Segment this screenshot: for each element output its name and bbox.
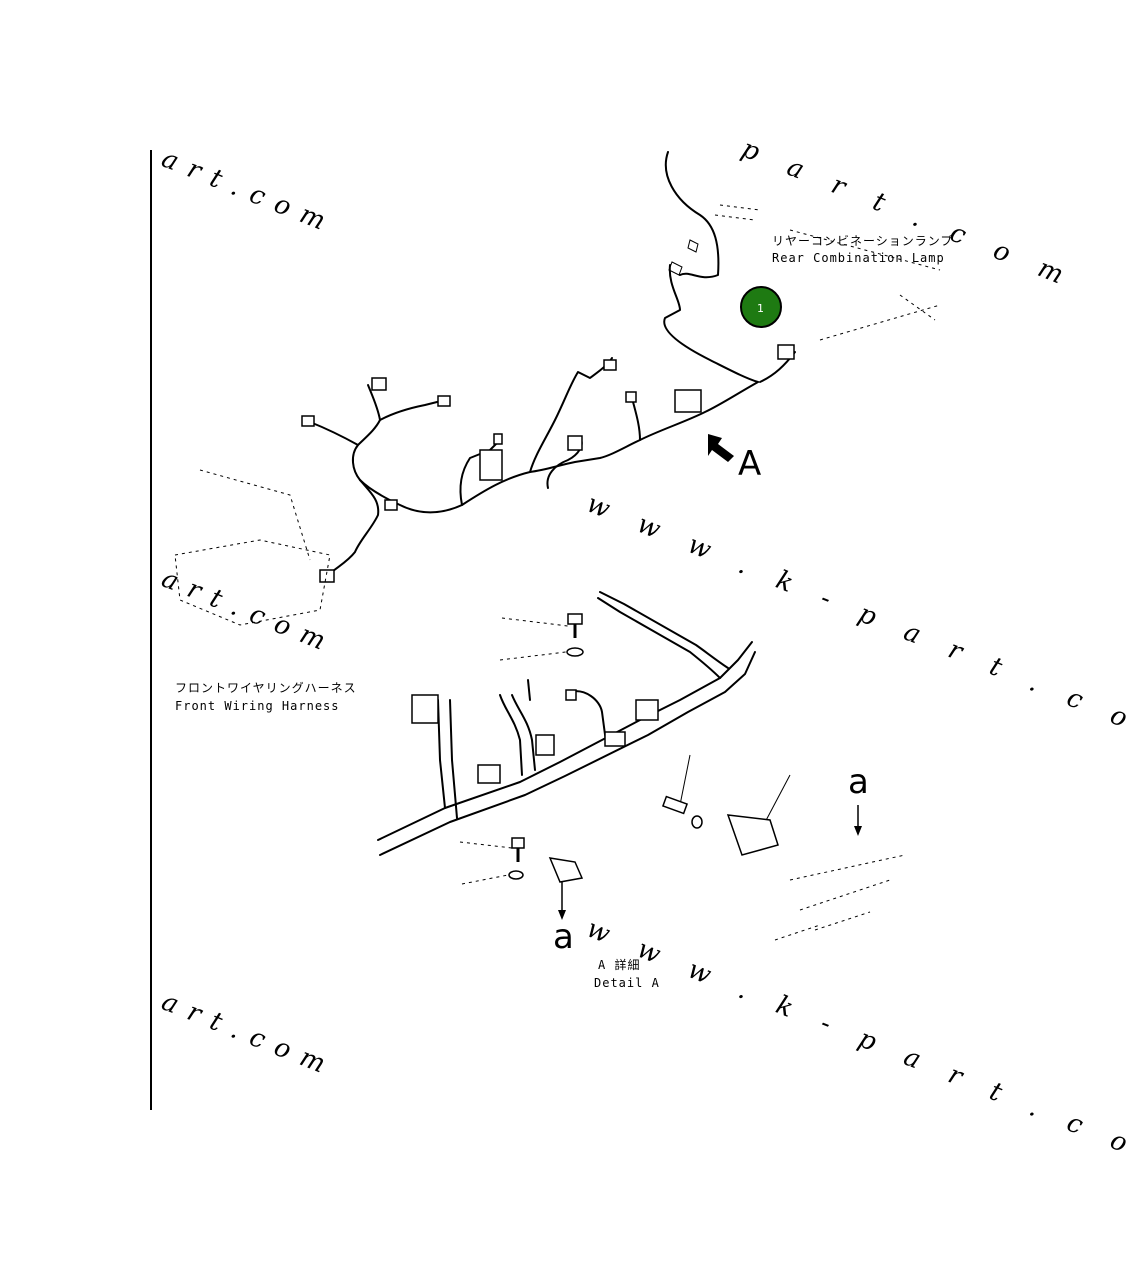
clip [548, 857, 584, 883]
rear-lamp-harness [174, 151, 941, 626]
watermark-bottom: w w w . k - p a r t . c o m [582, 914, 1130, 1185]
detail-label-jp: A 詳細 [598, 957, 640, 972]
connector-block [777, 344, 795, 360]
connector-block [493, 433, 503, 445]
front-harness-label-en: Front Wiring Harness [175, 699, 340, 713]
view-marker-label: A [738, 444, 761, 484]
connector-block [301, 415, 315, 427]
washer [691, 815, 703, 829]
watermark-mid-left: art.com [157, 564, 340, 661]
watermark-middle: w w w . k - p a r t . c o m [582, 489, 1130, 760]
clamp [635, 699, 659, 721]
connector-block [384, 499, 398, 511]
bolt [567, 613, 583, 625]
clamp [477, 764, 501, 784]
view-arrow-icon [708, 434, 734, 462]
watermark-bottom-left: art.com [157, 987, 340, 1084]
detail-marker-a-right: a [848, 762, 869, 802]
connector-block [371, 377, 387, 391]
watermark-top-left: art.com [157, 144, 340, 241]
connector-block [479, 449, 503, 481]
bolt [661, 795, 689, 815]
connector-block [565, 689, 577, 701]
connector-block [411, 694, 439, 724]
connector-block [319, 569, 335, 583]
clamp [604, 731, 626, 747]
detail-a-drawing [377, 591, 906, 941]
connector-block [674, 389, 702, 413]
connector-block [437, 395, 451, 407]
bolt [511, 837, 525, 849]
connector-block [567, 435, 583, 451]
front-harness-label-jp: フロントワイヤリングハーネス [175, 681, 357, 695]
callout-1-number: 1 [757, 302, 764, 315]
callout-1-circle[interactable] [740, 286, 782, 328]
connector-block [625, 391, 637, 403]
detail-marker-a-bottom: a [553, 917, 574, 957]
rear-lamp-label-en: Rear Combination Lamp [772, 251, 945, 265]
connector-block [603, 359, 617, 371]
callout-1[interactable]: 1 [740, 286, 782, 328]
clamp [535, 734, 555, 756]
bracket [726, 814, 779, 856]
washer [566, 647, 584, 657]
washer [508, 870, 524, 880]
watermark-top-right: p a r t . c o m [737, 134, 1078, 295]
rear-lamp-label-jp: リヤーコンビネーションランプ [772, 234, 953, 248]
detail-label-en: Detail A [594, 976, 660, 990]
